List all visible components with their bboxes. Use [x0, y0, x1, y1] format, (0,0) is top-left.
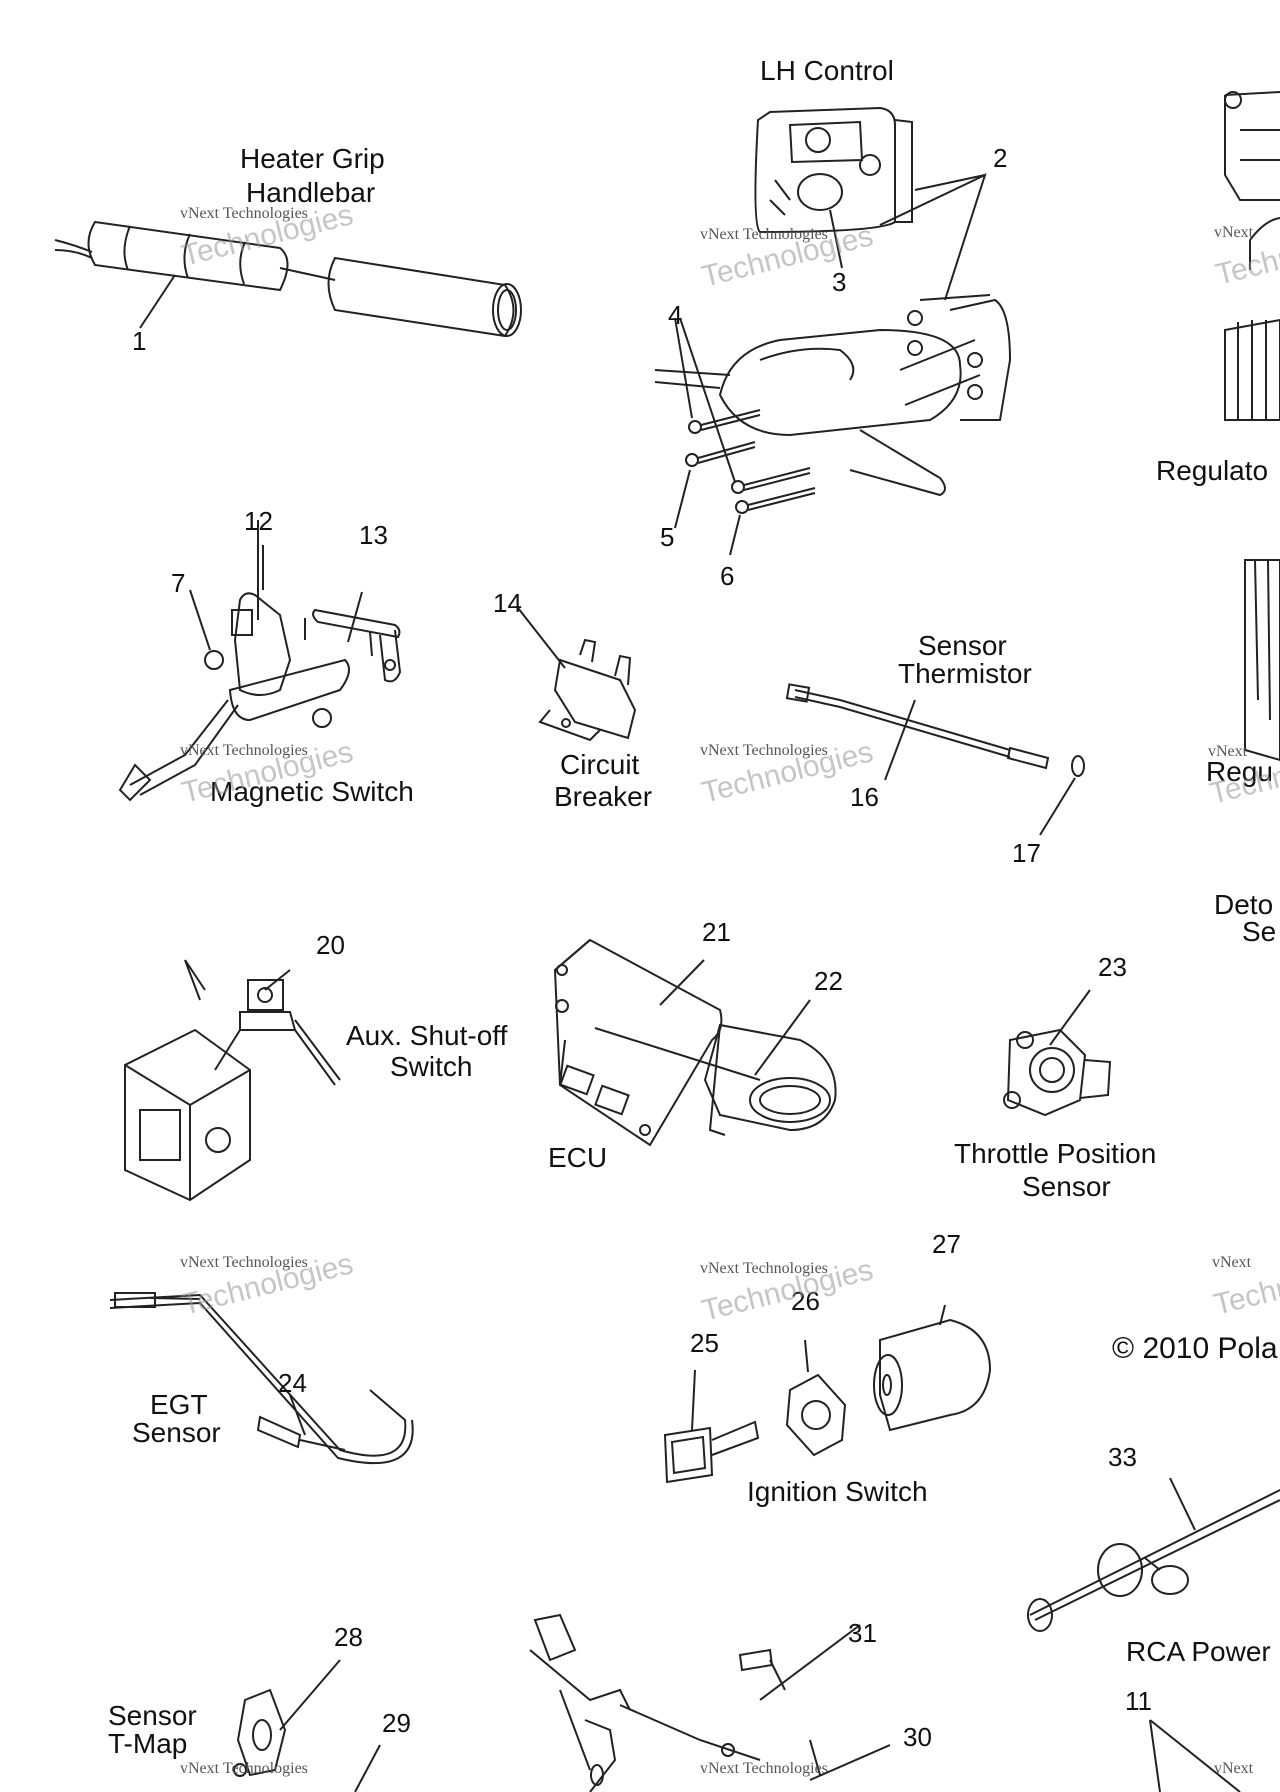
callout-26: 26	[791, 1286, 820, 1316]
callout-14: 14	[493, 588, 522, 618]
throttle-position-label-1: Throttle Position	[954, 1138, 1157, 1169]
callout-12: 12	[244, 506, 273, 536]
callout-2: 2	[993, 143, 1008, 173]
copyright-text: © 2010 Pola	[1112, 1332, 1278, 1365]
aux-shutoff-label-1: Aux. Shut-off	[346, 1020, 508, 1051]
detonation-sensor-label-2: Se	[1242, 916, 1277, 947]
regulator-label: Regulato	[1156, 455, 1269, 486]
sensor-tmap-part	[233, 1659, 381, 1792]
detonation-sensor-label-1: Deto	[1214, 889, 1274, 920]
circuit-breaker-label-1: Circuit	[560, 749, 640, 780]
aux-shutoff-label-2: Switch	[390, 1051, 473, 1082]
callout-33: 33	[1108, 1442, 1137, 1472]
sensor-tmap-label-1: Sensor	[108, 1700, 197, 1731]
sensor-thermistor-label-2: Thermistor	[898, 658, 1032, 689]
callout-24: 24	[278, 1368, 307, 1398]
callout-28: 28	[334, 1622, 363, 1652]
heater-grip-label: Heater Grip	[240, 143, 385, 174]
regulator-part	[1224, 91, 1280, 762]
callout-4: 4	[668, 300, 683, 330]
lh-control-label: LH Control	[760, 55, 894, 86]
sensor-tmap-label-2: T-Map	[108, 1728, 188, 1759]
ignition-switch-part	[663, 1304, 992, 1484]
callout-7: 7	[171, 568, 186, 598]
callout-25: 25	[690, 1328, 719, 1358]
egt-sensor-part	[109, 1292, 414, 1465]
callout-17: 17	[1012, 838, 1041, 868]
egt-label-1: EGT	[150, 1389, 208, 1420]
callout-31: 31	[848, 1618, 877, 1648]
circuit-breaker-part	[517, 607, 637, 742]
callout-22: 22	[814, 966, 843, 996]
circuit-breaker-label-2: Breaker	[554, 781, 653, 812]
callout-23: 23	[1098, 952, 1127, 982]
sensor-thermistor-label-1: Sensor	[918, 630, 1007, 661]
callout-29: 29	[382, 1708, 411, 1738]
throttle-position-sensor-part	[1003, 989, 1112, 1117]
aux-shutoff-switch-part	[124, 959, 341, 1202]
lh-control-part	[654, 106, 1012, 556]
ecu-part	[553, 938, 837, 1147]
callout-16: 16	[850, 782, 879, 812]
magnetic-switch-part	[118, 520, 402, 802]
callout-6: 6	[720, 561, 735, 591]
ecu-label: ECU	[548, 1142, 608, 1173]
magnetic-switch-label: Magnetic Switch	[210, 776, 414, 807]
harness-part	[529, 1613, 891, 1792]
callout-3: 3	[832, 267, 847, 297]
rca-power-part	[1027, 1477, 1280, 1792]
ignition-switch-label: Ignition Switch	[747, 1476, 928, 1507]
sensor-thermistor-part	[785, 683, 1085, 836]
rca-power-label: RCA Power	[1126, 1636, 1271, 1667]
callout-30: 30	[903, 1722, 932, 1752]
callout-21: 21	[702, 917, 731, 947]
callout-5: 5	[660, 522, 675, 552]
throttle-position-label-2: Sensor	[1022, 1171, 1111, 1202]
handlebar-label: Handlebar	[246, 177, 376, 208]
callout-13: 13	[359, 520, 388, 550]
callout-1: 1	[132, 326, 147, 356]
heater-grip-part	[54, 220, 522, 338]
egt-label-2: Sensor	[132, 1417, 221, 1448]
callout-20: 20	[316, 930, 345, 960]
regulator-label-2: Regu	[1206, 756, 1273, 787]
callout-27: 27	[932, 1229, 961, 1259]
callout-11: 11	[1125, 1686, 1152, 1716]
